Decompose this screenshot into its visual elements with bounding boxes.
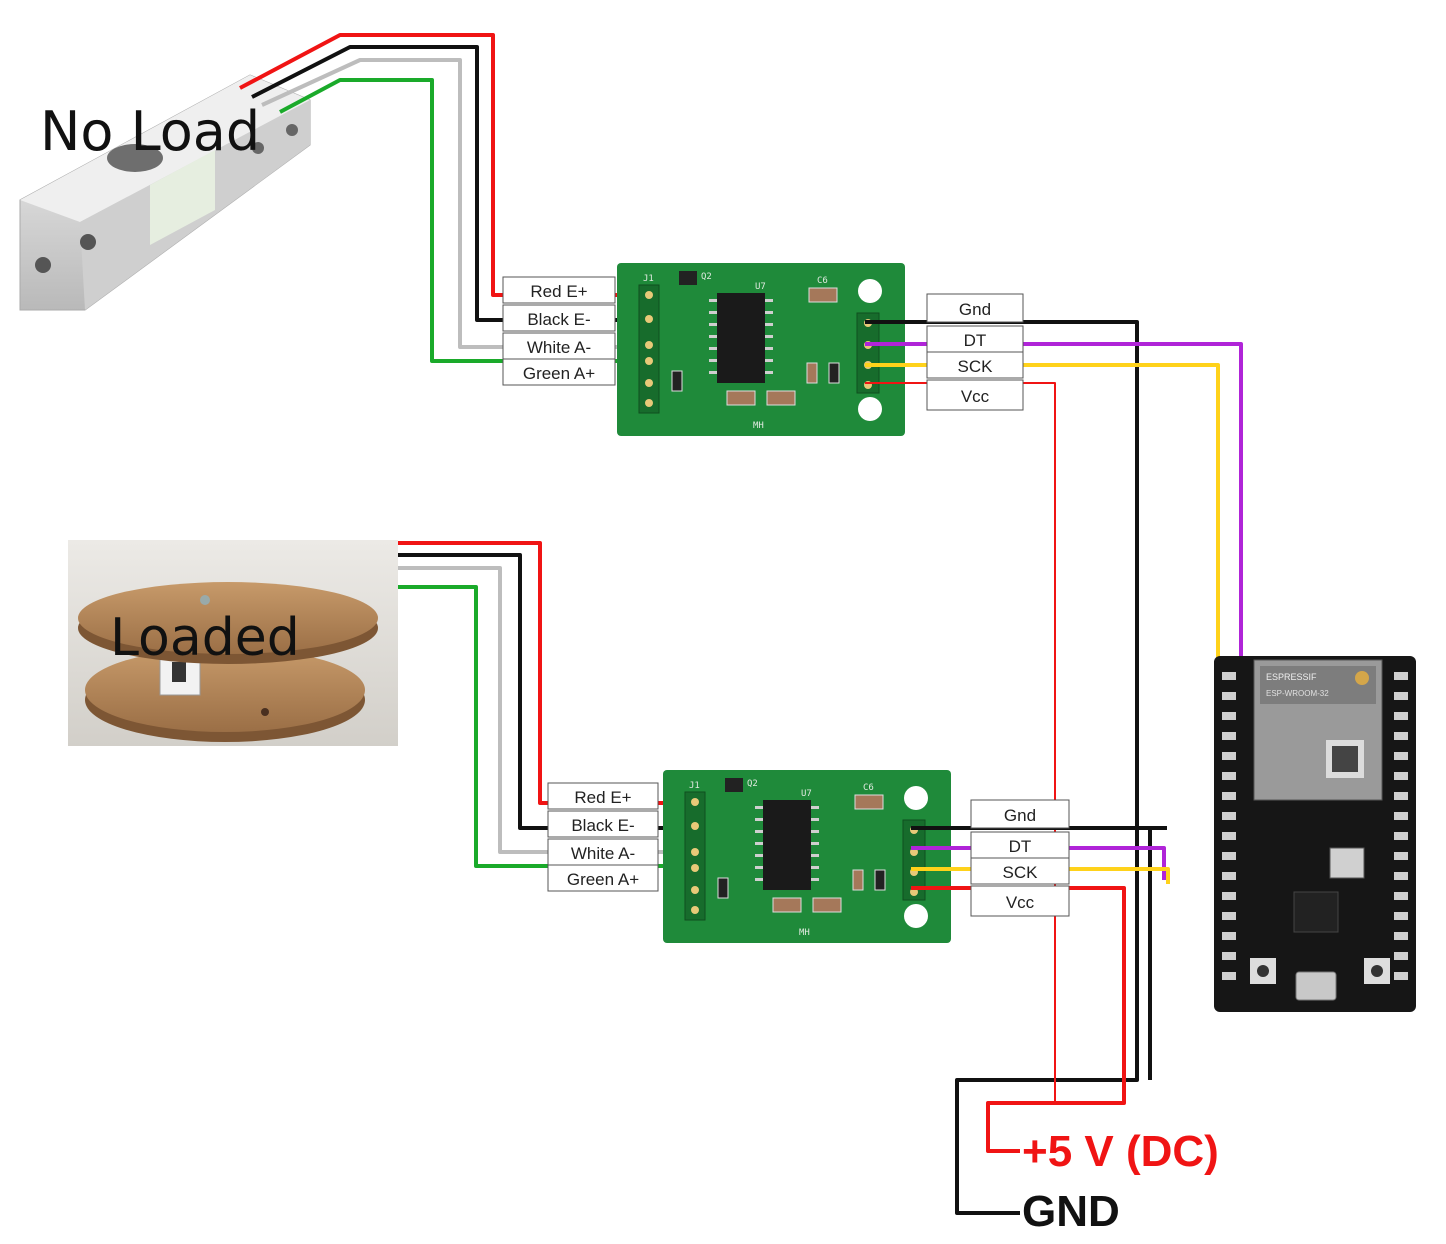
pin-sck: SCK [1003,863,1039,882]
top-green-wire [279,78,640,363]
top-sck-wire [865,363,1220,660]
loaded-scale-photo [68,540,398,746]
top-white-wire [261,58,640,349]
pin-vcc: Vcc [961,387,990,406]
pin-gnd: Gnd [959,300,991,319]
bottom-input-pin-labels: Red E+ Black E- White A- Green A+ [547,782,659,892]
esp32-module: ESP-WROOM-32 [1266,689,1329,698]
pin-white-a-minus: White A- [571,844,635,863]
pin-dt: DT [964,331,987,350]
pin-dt: DT [1009,837,1032,856]
u7-label: U7 [801,789,812,799]
pin-green-a-plus: Green A+ [567,870,639,889]
pin-green-a-plus: Green A+ [523,364,595,383]
c6-label: C6 [863,783,874,793]
j1-label: J1 [689,781,700,791]
no-load-label: No Load [40,100,260,163]
esp32-brand: ESPRESSIF [1266,672,1317,682]
pin-black-e-minus: Black E- [571,816,634,835]
top-output-pin-labels: Gnd DT SCK Vcc [926,293,1024,411]
bottom-output-pin-labels: Gnd DT SCK Vcc [970,799,1070,917]
top-vcc-wire [865,382,1056,1103]
top-input-pin-labels: Red E+ Black E- White A- Green A+ [502,276,616,386]
board-marking: MH [799,928,810,938]
pin-white-a-minus: White A- [527,338,591,357]
pin-red-e-plus: Red E+ [574,788,631,807]
loaded-label: Loaded [110,608,300,668]
bottom-vcc-wire [911,886,1126,1153]
j1-label: J1 [643,274,654,284]
gnd-label: GND [1022,1187,1120,1236]
u7-label: U7 [755,282,766,292]
q2-label: Q2 [747,779,758,789]
pin-vcc: Vcc [1006,893,1035,912]
signal-and-power-wires [865,320,1243,1215]
load-cell-bar-image [19,74,311,311]
hx711-board-top: U7 C6 Q2 J1 MH [617,263,905,436]
top-dt-wire [865,342,1243,660]
esp32-devkit-board: ESPRESSIF ESP-WROOM-32 [1214,656,1416,1012]
c6-label: C6 [817,276,828,286]
hx711-board-bottom: U7 C6 Q2 J1 MH [663,770,951,943]
plus-5v-label: +5 V (DC) [1022,1127,1219,1176]
bottom-red-wire [398,541,688,805]
top-gnd-wire [865,320,1139,1215]
pin-black-e-minus: Black E- [527,310,590,329]
pin-gnd: Gnd [1004,806,1036,825]
pin-red-e-plus: Red E+ [530,282,587,301]
board-marking: MH [753,421,764,431]
pin-sck: SCK [958,357,994,376]
q2-label: Q2 [701,272,712,282]
